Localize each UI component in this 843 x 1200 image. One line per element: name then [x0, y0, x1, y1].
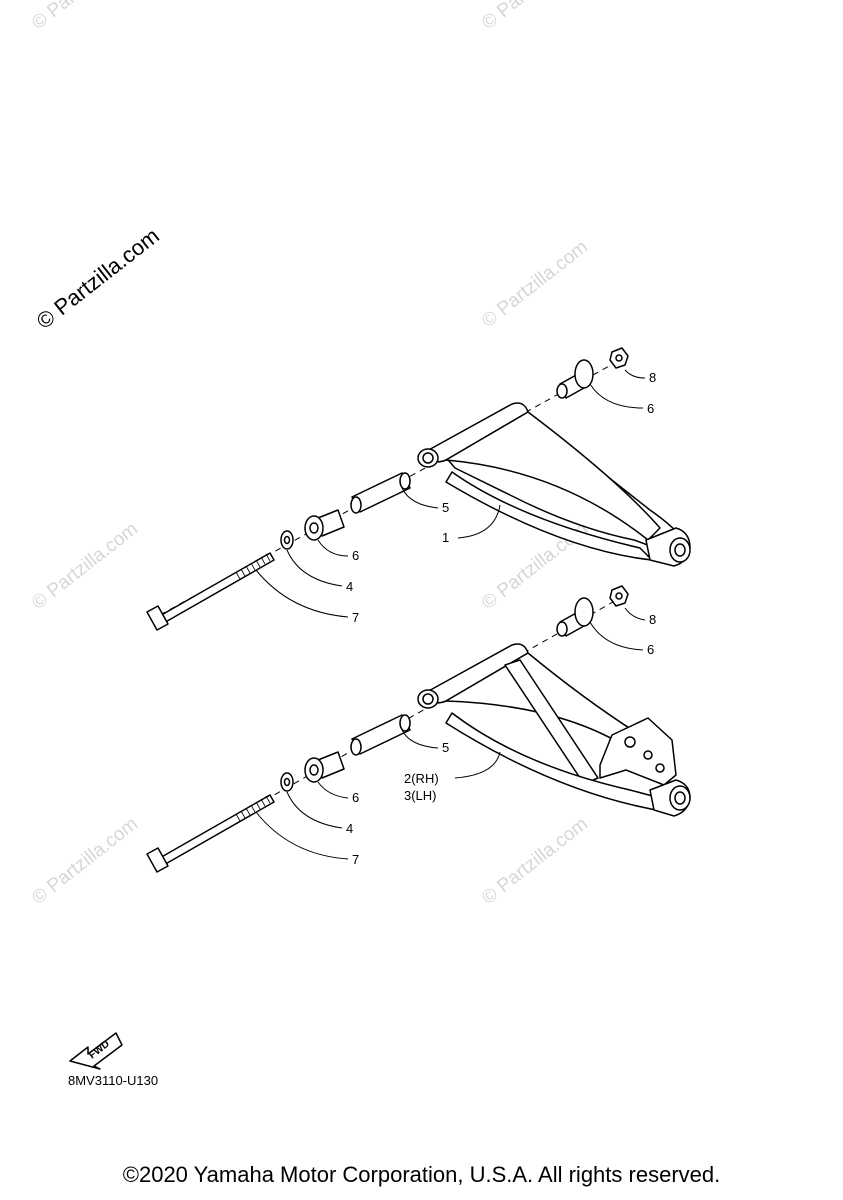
callout-8: 8: [649, 612, 656, 627]
callout-6: 6: [647, 642, 654, 657]
watermark: © Partzilla.com: [478, 237, 592, 332]
callout-3-lh: 3(LH): [404, 788, 437, 803]
callout-7: 7: [352, 610, 359, 625]
callout-5: 5: [442, 500, 449, 515]
upper-arm-1: [417, 402, 691, 567]
fwd-arrow-icon: FWD: [69, 1032, 123, 1070]
callout-6: 6: [352, 548, 359, 563]
callout-7: 7: [352, 852, 359, 867]
watermark: © Partzilla.com: [28, 814, 142, 909]
watermark-main: © Partzilla.com: [32, 223, 164, 334]
lower-nut-8: [609, 585, 629, 607]
watermark: © Partzilla.com: [28, 519, 142, 614]
callout-6: 6: [352, 790, 359, 805]
watermark: © Partzilla.com: [478, 0, 592, 34]
upper-collar-5: [350, 472, 411, 514]
copyright-notice: ©2020 Yamaha Motor Corporation, U.S.A. A…: [122, 1162, 721, 1187]
callout-2-rh: 2(RH): [404, 771, 439, 786]
callout-4: 4: [346, 579, 353, 594]
upper-washer-4: [280, 530, 294, 550]
lower-bushing-6b: [304, 751, 345, 783]
lower-collar-5: [350, 714, 411, 756]
lower-arm-assembly: 8 6 5 2(RH) 3(LH) 6 4 7: [146, 585, 691, 873]
callout-4: 4: [346, 821, 353, 836]
callout-5: 5: [442, 740, 449, 755]
upper-bolt-7: [146, 552, 275, 631]
watermark: © Partzilla.com: [28, 0, 142, 34]
lower-bushing-6a: [556, 597, 594, 637]
upper-arm-assembly: 8 6 5 1 6 4 7: [146, 347, 691, 631]
diagram-code: 8MV3110-U130: [68, 1073, 158, 1088]
upper-bushing-6a: [556, 359, 594, 399]
watermark: © Partzilla.com: [478, 814, 592, 909]
callout-6: 6: [647, 401, 654, 416]
lower-arm-2-3: [417, 643, 691, 817]
lower-washer-4: [280, 772, 294, 792]
callout-8: 8: [649, 370, 656, 385]
upper-bushing-6b: [304, 509, 345, 541]
lower-bolt-7: [146, 794, 275, 873]
callout-1: 1: [442, 530, 449, 545]
upper-nut-8: [609, 347, 629, 369]
